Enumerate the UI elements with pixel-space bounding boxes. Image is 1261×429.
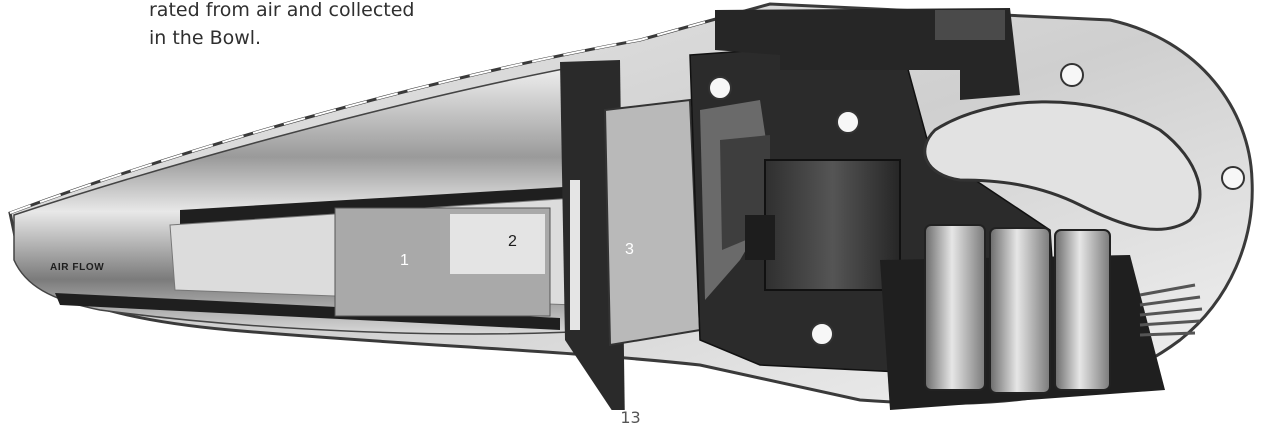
filter (603, 98, 702, 347)
nozzle-slot-upper (180, 186, 580, 226)
nozzle-slot-lower (55, 293, 560, 330)
screw-posts (708, 63, 1245, 346)
battery-cell (924, 224, 986, 391)
caption-text: rated from air and collected in the Bowl… (149, 0, 414, 52)
caption-line: rated from air and collected (149, 0, 415, 21)
battery-cell (1054, 229, 1111, 391)
motor-shaft (745, 215, 775, 260)
handle-opening (923, 100, 1202, 231)
caption-line: in the Bowl. (149, 27, 262, 49)
vacuum-cutaway-figure: AIR FLOW 1 2 3 (8, 2, 1254, 410)
battery-cell (989, 227, 1051, 394)
housing-highlight (9, 21, 706, 214)
callout-2: 2 (508, 233, 517, 250)
switch-button (935, 10, 1005, 40)
callout-1: 1 (400, 252, 409, 269)
motor (764, 159, 901, 291)
seal-strip (570, 180, 580, 330)
airflow-label: AIR FLOW (50, 262, 104, 273)
bowl-highlight (450, 214, 545, 274)
callout-3: 3 (625, 241, 634, 258)
exhaust-vents (1139, 283, 1203, 337)
page-number: 13 (620, 408, 641, 427)
